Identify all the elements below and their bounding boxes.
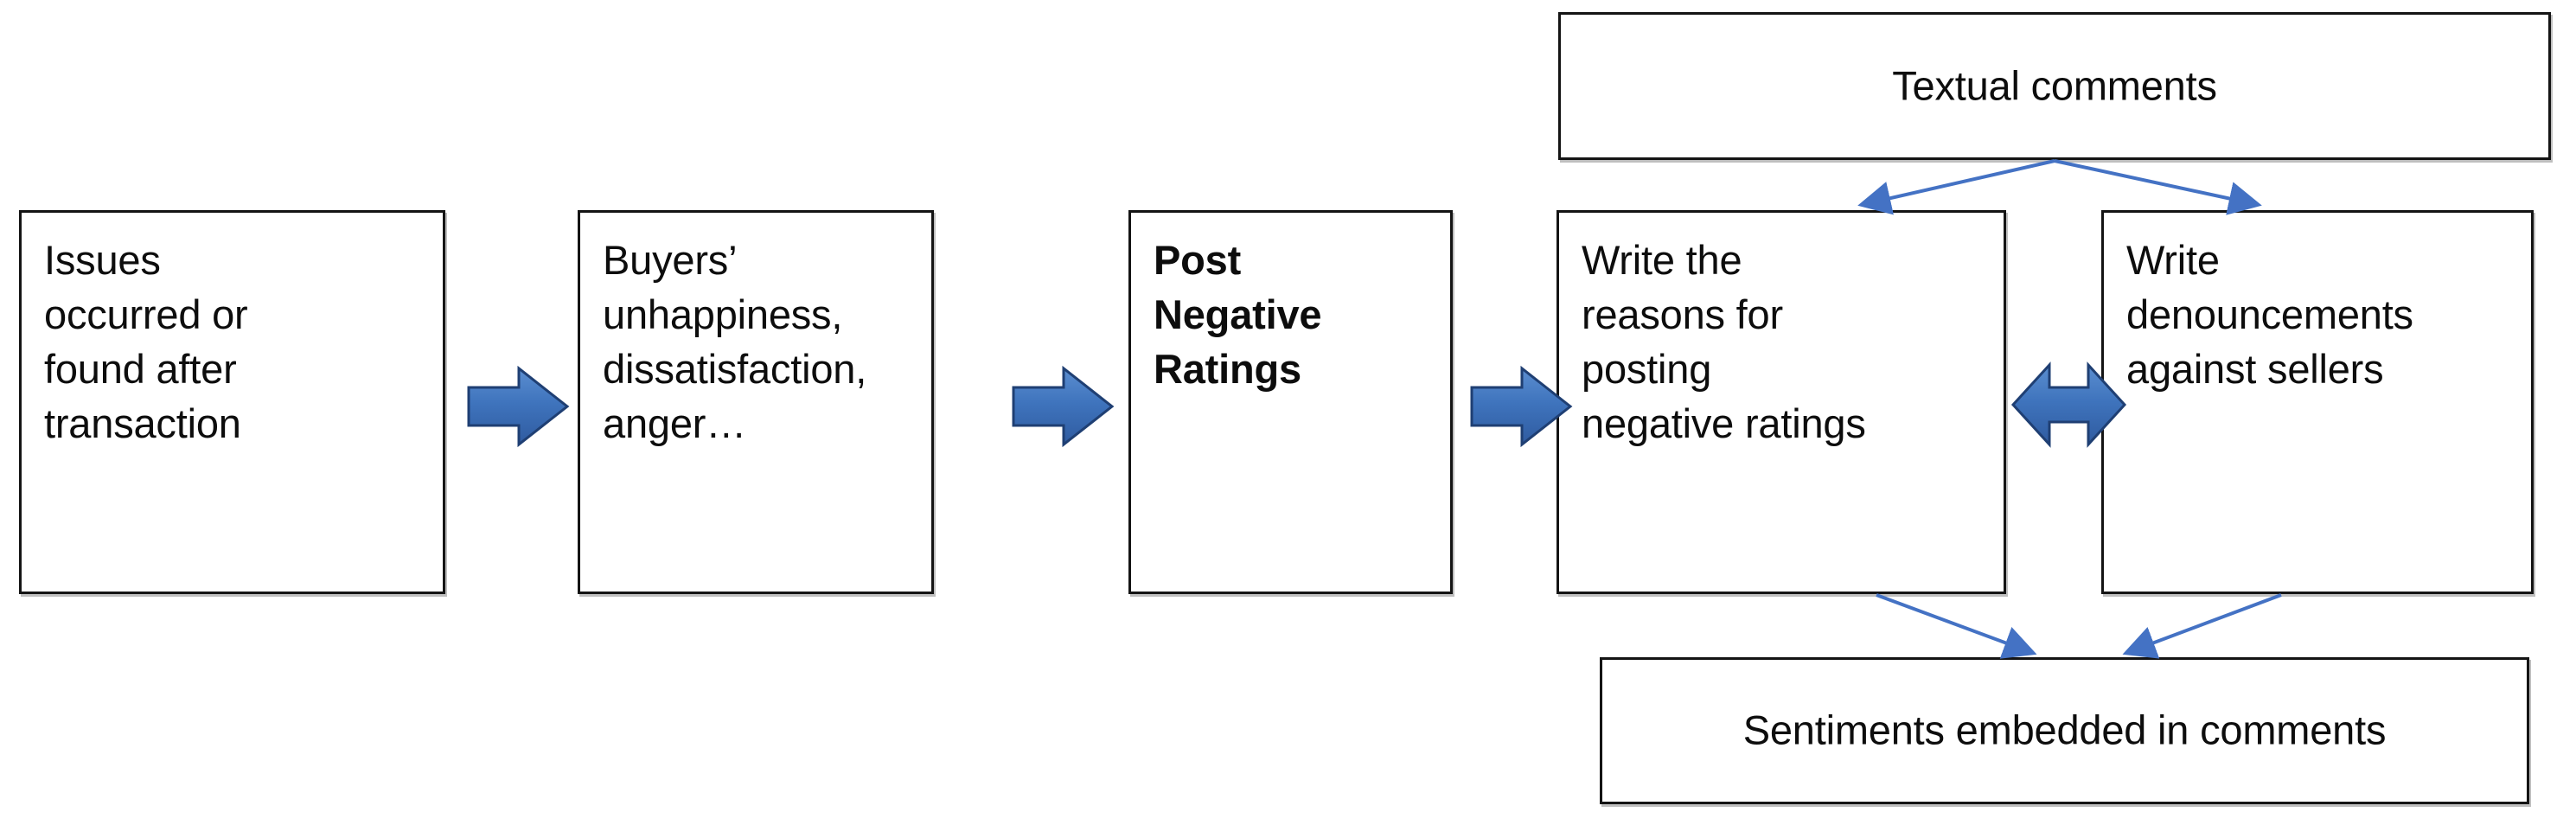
node-write-reasons[interactable]: Write the reasons for posting negative r… (1556, 210, 2006, 594)
edge-textual-comments-to-write-reasons (1857, 159, 2055, 215)
node-buyers-unhappiness-label: Buyers’ unhappiness, dissatisfaction, an… (603, 237, 867, 446)
node-write-denouncements-label: Write denouncements against sellers (2126, 237, 2413, 392)
node-post-negative-ratings-label: Post Negative Ratings (1154, 237, 1322, 392)
block-arrow-issues-to-unhappiness (467, 365, 570, 448)
edge-write-denouncements-to-sentiments (2122, 593, 2282, 659)
node-sentiments[interactable]: Sentiments embedded in comments (1600, 657, 2529, 804)
node-issues-label: Issues occurred or found after transacti… (44, 237, 248, 446)
node-write-reasons-label: Write the reasons for posting negative r… (1582, 237, 1866, 446)
node-sentiments-label: Sentiments embedded in comments (1742, 707, 2387, 753)
node-textual-comments[interactable]: Textual comments (1558, 12, 2551, 160)
node-textual-comments-label: Textual comments (1892, 62, 2217, 109)
edge-textual-comments-to-write-denouncements (2054, 159, 2262, 215)
node-post-negative-ratings[interactable]: Post Negative Ratings (1128, 210, 1453, 594)
block-arrow-write-reasons-to-denouncements-bidirectional (2010, 361, 2127, 448)
node-buyers-unhappiness[interactable]: Buyers’ unhappiness, dissatisfaction, an… (578, 210, 934, 594)
node-write-denouncements[interactable]: Write denouncements against sellers (2101, 210, 2534, 594)
block-arrow-post-ratings-to-write-reasons (1470, 365, 1573, 448)
node-issues[interactable]: Issues occurred or found after transacti… (19, 210, 445, 594)
block-arrow-unhappiness-to-post-ratings (1012, 365, 1115, 448)
edge-write-reasons-to-sentiments (1876, 593, 2037, 659)
